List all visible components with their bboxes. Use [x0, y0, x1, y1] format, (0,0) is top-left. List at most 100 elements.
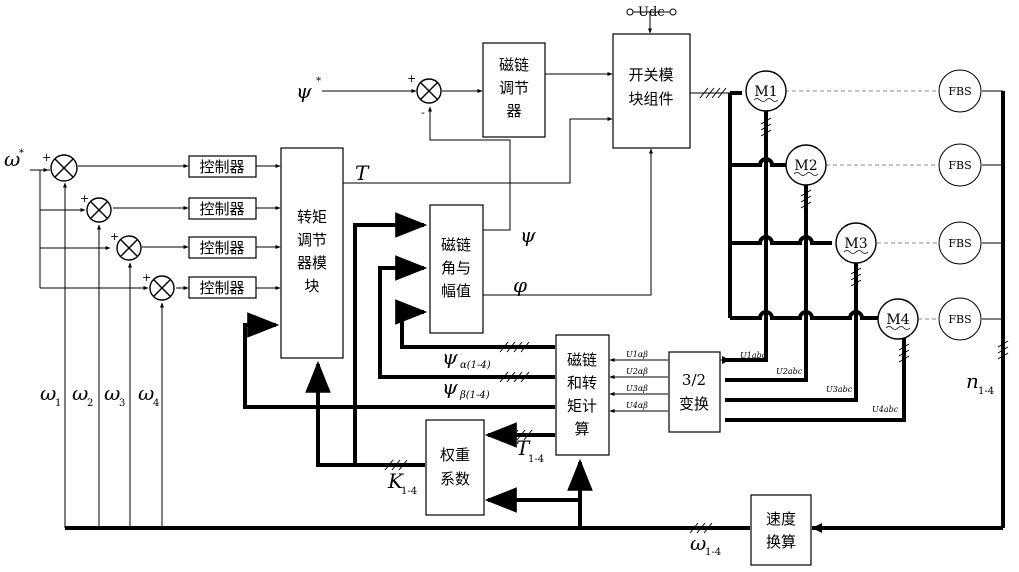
- minus-sign: -: [421, 106, 425, 119]
- svg-text:M3: M3: [844, 236, 867, 252]
- svg-text:FBS: FBS: [948, 159, 971, 172]
- svg-text:换算: 换算: [766, 533, 796, 551]
- svg-text:M2: M2: [794, 158, 817, 174]
- fbs-sensor-4: FBS: [938, 297, 982, 341]
- psi-ref-label: ψ *: [296, 76, 321, 103]
- svg-text:*: *: [316, 76, 321, 87]
- torque-feedback-label: T 1-4: [516, 436, 544, 465]
- svg-text:器: 器: [506, 102, 521, 120]
- svg-text:ω: ω: [138, 381, 154, 405]
- svg-text:调节: 调节: [499, 79, 529, 97]
- weight-coefficient-block: 权重 系数: [425, 419, 485, 516]
- transform-32-block: 3/2 变换: [668, 351, 721, 433]
- svg-text:磁链: 磁链: [441, 236, 471, 254]
- psi-alpha-label: ψ α(1-4): [442, 345, 491, 371]
- fbs-sensor-2: FBS: [938, 143, 982, 187]
- svg-text:ω: ω: [690, 531, 706, 555]
- svg-text:开关模: 开关模: [628, 66, 673, 84]
- svg-text:α(1-4): α(1-4): [460, 360, 491, 371]
- svg-text:ω: ω: [72, 381, 88, 405]
- flux-torque-calc-block: 磁链 和转 矩计 算: [555, 334, 610, 456]
- svg-text:*: *: [19, 148, 24, 159]
- svg-text:控制器: 控制器: [199, 279, 244, 297]
- svg-text:变换: 变换: [679, 395, 709, 413]
- svg-text:幅值: 幅值: [441, 282, 471, 300]
- speed-calc-block: 速度 换算: [750, 494, 812, 566]
- svg-text:调节: 调节: [297, 231, 327, 249]
- plus-sign: +: [42, 151, 51, 164]
- psi-beta-label: ψ β(1-4): [442, 375, 490, 401]
- controller-block-1: 控制器: [188, 155, 257, 178]
- summing-junction-psi: [416, 78, 442, 104]
- torque-regulator-block: 转矩 调节 器模 块: [280, 147, 344, 359]
- svg-text:FBS: FBS: [948, 237, 971, 250]
- svg-text:矩计: 矩计: [567, 397, 597, 415]
- svg-text:3: 3: [119, 398, 125, 409]
- svg-text:M4: M4: [886, 312, 909, 328]
- svg-text:U2αβ: U2αβ: [626, 367, 648, 376]
- svg-text:ψ: ψ: [296, 79, 312, 103]
- svg-text:块: 块: [304, 277, 319, 295]
- svg-text:U2abc: U2abc: [776, 367, 803, 376]
- summing-junction-2: [86, 197, 112, 223]
- svg-text:β(1-4): β(1-4): [459, 390, 490, 401]
- svg-text:速度: 速度: [766, 510, 796, 528]
- fbs-sensor-1: FBS: [938, 69, 982, 113]
- svg-text:ω: ω: [40, 381, 56, 405]
- svg-text:权重: 权重: [440, 446, 470, 464]
- svg-text:控制器: 控制器: [199, 239, 244, 257]
- speed-n-label: n 1-4: [966, 369, 994, 397]
- bus-slash-marks: [384, 87, 1009, 534]
- svg-text:4: 4: [153, 398, 159, 409]
- svg-text:系数: 系数: [440, 470, 470, 488]
- svg-text:磁链: 磁链: [567, 351, 597, 369]
- controller-block-4: 控制器: [188, 276, 257, 299]
- voltage-labels: U1abc U2abc U3abc U4abc U1αβ U2αβ U3αβ U…: [626, 350, 899, 414]
- svg-text:控制器: 控制器: [199, 200, 244, 218]
- flux-regulator-block: 磁链 调节 器: [482, 42, 546, 138]
- svg-text:3/2: 3/2: [682, 371, 706, 389]
- weight-k-label: K 1-4: [387, 469, 417, 497]
- svg-text:ω: ω: [4, 147, 20, 171]
- svg-text:1: 1: [55, 398, 61, 409]
- svg-text:ω: ω: [104, 381, 120, 405]
- motor-m4: M4: [877, 298, 919, 340]
- svg-text:FBS: FBS: [948, 313, 971, 326]
- svg-text:1-4: 1-4: [528, 454, 544, 465]
- svg-text:1-4: 1-4: [705, 547, 721, 558]
- motor-m1: M1: [745, 70, 787, 112]
- motor-m3: M3: [835, 222, 877, 264]
- svg-text:磁链: 磁链: [499, 56, 529, 74]
- summing-junction-3: [116, 235, 142, 261]
- plus-sign: +: [80, 192, 89, 205]
- svg-text:1-4: 1-4: [401, 486, 417, 497]
- svg-text:K: K: [387, 469, 404, 493]
- svg-text:M1: M1: [754, 84, 777, 100]
- svg-text:U4αβ: U4αβ: [626, 401, 648, 410]
- plus-sign: +: [110, 230, 119, 243]
- svg-text:U3αβ: U3αβ: [626, 384, 648, 393]
- svg-text:角与: 角与: [441, 259, 471, 277]
- controller-block-2: 控制器: [188, 197, 257, 220]
- svg-text:U4abc: U4abc: [872, 405, 899, 414]
- svg-text:n: n: [966, 369, 979, 393]
- thin-wires: [30, 8, 1003, 528]
- psi-label: ψ: [520, 223, 536, 247]
- svg-text:块组件: 块组件: [628, 90, 673, 108]
- svg-text:器模: 器模: [297, 254, 327, 272]
- svg-text:U1abc: U1abc: [740, 351, 767, 360]
- svg-text:ψ: ψ: [442, 375, 458, 399]
- svg-text:1-4: 1-4: [978, 386, 994, 397]
- motor-m2: M2: [785, 144, 827, 186]
- svg-text:T: T: [516, 436, 531, 460]
- omega-bus-label: ω 1-4: [690, 531, 721, 558]
- svg-text:2: 2: [87, 398, 93, 409]
- omega-ref-label: ω *: [4, 147, 24, 171]
- udc-label: Udc: [638, 5, 665, 20]
- torque-T-label: T: [355, 161, 370, 185]
- thick-wires: [65, 91, 1005, 533]
- plus-sign: +: [142, 271, 151, 284]
- summing-junction-1: [50, 154, 78, 182]
- switch-module-block: 开关模 块组件: [612, 33, 691, 149]
